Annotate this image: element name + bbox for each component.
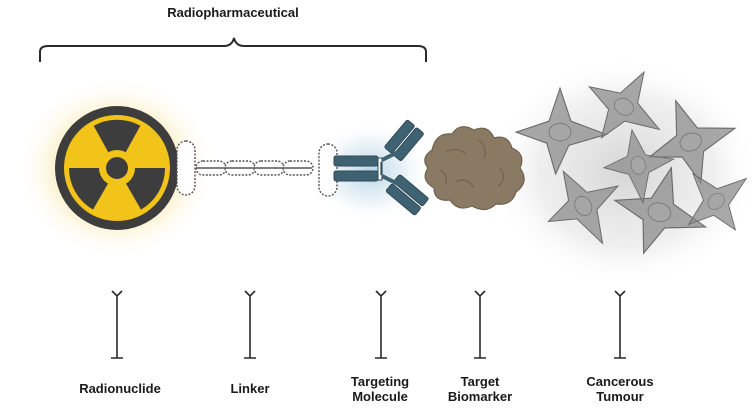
- protein-blob-icon: [424, 126, 525, 211]
- label-target-biomarker: Target Biomarker: [430, 374, 530, 404]
- label-tumour-line2: Tumour: [596, 389, 644, 404]
- label-radionuclide: Radionuclide: [79, 381, 161, 396]
- label-targeting-line1: Targeting: [350, 374, 410, 389]
- label-targeting-line2: Molecule: [352, 389, 408, 404]
- antibody-icon: [333, 119, 429, 216]
- leader-lines: [111, 290, 626, 359]
- label-targeting-molecule: Targeting Molecule: [330, 374, 430, 404]
- radiation-trefoil-icon: [55, 106, 179, 230]
- diagram-title: Radiopharmaceutical: [167, 5, 299, 20]
- label-biomarker-line2: Biomarker: [447, 389, 513, 404]
- label-linker: Linker: [230, 381, 270, 396]
- label-biomarker-line1: Target: [460, 374, 500, 389]
- label-tumour-line1: Cancerous: [586, 374, 654, 389]
- radiopharmaceutical-brace: [39, 37, 427, 62]
- chain-link-icon: [176, 140, 338, 197]
- label-cancerous-tumour: Cancerous Tumour: [565, 374, 675, 404]
